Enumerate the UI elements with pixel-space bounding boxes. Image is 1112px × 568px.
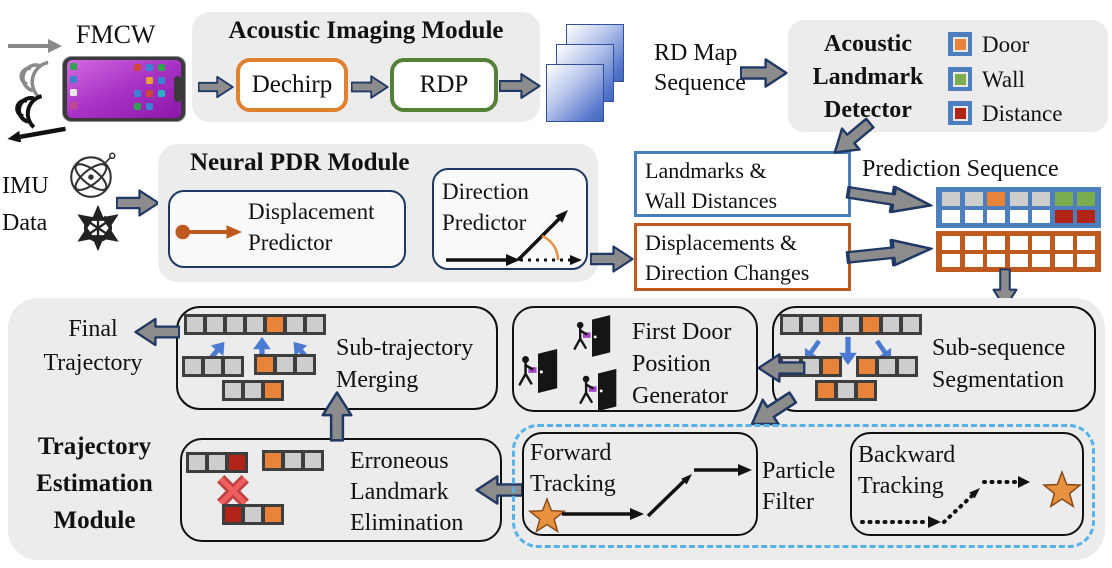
door-legend-chip [948, 32, 972, 56]
end-star-icon [1042, 470, 1082, 508]
flow-arrow [321, 391, 353, 442]
first-door-position-generator-label: First Door Position Generator [632, 319, 732, 409]
fmcw-label: FMCW [76, 20, 156, 49]
dechirp-box [236, 58, 348, 112]
signal-out-arrow-icon [8, 39, 62, 53]
landmark-prediction-grid [936, 187, 1101, 228]
backward-tracking-label: Backward Tracking [858, 442, 956, 499]
distance-legend-chip [948, 101, 972, 125]
split-arrow-icon [875, 339, 892, 362]
rd-map-icon [546, 64, 604, 122]
acoustic-imaging-module-title: Acoustic Imaging Module [228, 17, 504, 44]
wall-legend-label: Wall [982, 67, 1025, 92]
split-arrow-icon [804, 339, 821, 362]
displacement-predictor-box [168, 190, 406, 268]
displacements-direction-changes-box: Displacements & Direction Changes [634, 223, 851, 291]
sequence-strip [182, 356, 244, 377]
sound-waves-icon [7, 60, 66, 142]
direction-predictor-label: Direction Predictor [442, 179, 529, 235]
flow-arrow [590, 245, 634, 273]
flow-arrow [757, 353, 806, 383]
door-legend-label: Door [982, 32, 1030, 57]
sequence-strip [262, 450, 324, 471]
motion-prediction-grid [936, 231, 1101, 272]
flow-arrow [351, 75, 389, 99]
forward-path-icon [562, 464, 752, 520]
smartphone-icon [62, 56, 186, 122]
forward-tracking-box [522, 432, 758, 536]
sequence-strip [186, 452, 248, 473]
final-trajectory-label: Final Trajectory [43, 316, 143, 376]
flow-arrow [499, 73, 541, 99]
wall-legend-chip [948, 67, 972, 91]
error-cross-icon [217, 475, 249, 507]
displacement-predictor-label: Displacement Predictor [248, 199, 375, 255]
dechirp-label: Dechirp [251, 71, 333, 98]
trajectory-estimation-module-title: Trajectory Estimation Module [36, 433, 153, 534]
landmarks-wall-distances-box: Landmarks & Wall Distances [634, 151, 851, 217]
acoustic-landmark-detector-title: Acoustic Landmark Detector [812, 31, 924, 123]
sub-sequence-segmentation-label: Sub-sequence Segmentation [932, 335, 1066, 393]
sequence-strip [254, 354, 316, 375]
sequence-strip [222, 504, 284, 525]
displacement-icon [175, 224, 243, 240]
flow-arrow [750, 391, 798, 426]
flow-arrow [844, 238, 934, 267]
forward-tracking-label: Forward Tracking [530, 440, 616, 497]
imu-axes-icon [77, 204, 119, 252]
prediction-sequence-label: Prediction Sequence [862, 156, 1059, 182]
particle-filter-label: Particle Filter [762, 458, 836, 515]
flow-arrow [116, 189, 160, 217]
imu-data-label: IMU Data [2, 173, 49, 236]
rdp-box [390, 58, 498, 112]
erroneous-landmark-elimination-label: Erroneous Landmark Elimination [350, 448, 464, 536]
flow-arrow [198, 75, 234, 99]
flow-arrow [844, 185, 933, 214]
sub-trajectory-merging-label: Sub-trajectory Merging [336, 335, 474, 393]
door-entry-icon [518, 348, 558, 394]
merge-arrow-icon [253, 336, 271, 366]
gyroscope-icon [70, 152, 116, 198]
sequence-strip [856, 356, 918, 377]
displacements-direction-changes-label: Displacements & Direction Changes [645, 230, 810, 285]
flow-arrow [134, 317, 180, 347]
door-entry-icon [579, 368, 617, 412]
sequence-strip [222, 380, 284, 401]
rd-map-sequence-label: RD Map Sequence [654, 40, 746, 96]
flow-arrow [833, 117, 875, 154]
flow-arrow [740, 58, 788, 88]
signal-return-arrow-icon [7, 126, 66, 142]
sequence-strip [184, 314, 326, 335]
neural-pdr-module-title: Neural PDR Module [190, 149, 410, 176]
split-arrow-icon [839, 336, 857, 366]
sequence-strip [815, 380, 877, 401]
rdp-label: RDP [419, 71, 469, 98]
backward-tracking-box [850, 432, 1084, 536]
first-door-position-generator-box [512, 306, 758, 412]
flow-arrow [475, 475, 524, 505]
sequence-strip [780, 314, 922, 335]
backward-path-icon [860, 476, 1030, 528]
landmarks-wall-distances-label: Landmarks & Wall Distances [645, 158, 778, 213]
direction-angle-icon [446, 210, 582, 266]
door-entry-icon [573, 315, 611, 357]
particle-filter-container [512, 424, 1095, 548]
start-star-icon [528, 496, 566, 534]
distance-legend-label: Distance [982, 101, 1063, 126]
